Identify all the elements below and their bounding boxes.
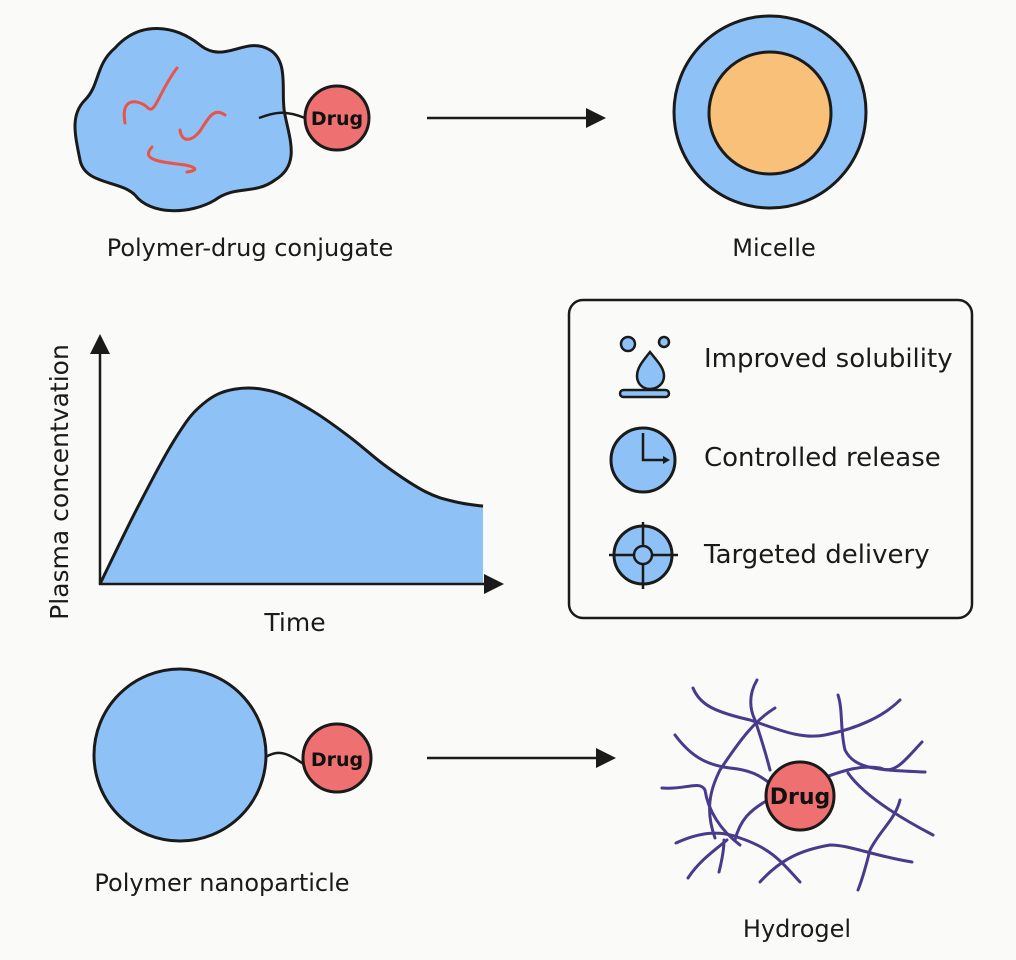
micelle-label: Micelle [732,234,815,262]
hydrogel-network [660,678,935,892]
plasma-concentration-chart: Time Plasma concentvation [45,334,504,637]
linker [258,111,306,120]
drug-strand [178,110,227,141]
nanoparticle-label: Polymer nanoparticle [94,869,349,897]
drug-circle [764,760,836,832]
x-axis-label: Time [263,608,325,637]
drug-label: Drug [311,108,363,130]
drug-strand [122,66,179,125]
drug-strand [147,145,197,174]
benefit-label-release: Controlled release [704,443,941,473]
solubility-drop-icon [618,335,671,399]
benefits-panel: Improved solubility Controlled release T… [567,298,974,620]
hydrogel: Drug Hydrogel [660,678,935,943]
benefit-label-solubility: Improved solubility [704,344,953,374]
concentration-area [100,387,483,584]
benefit-label-targeted: Targeted delivery [703,540,930,570]
polymer-nanoparticle: Drug Polymer nanoparticle [92,667,373,897]
drug-circle [303,84,371,152]
drug-label: Drug [311,749,363,771]
y-axis-label: Plasma concentvation [45,344,74,620]
drug-circle [301,722,373,794]
nanoparticle-sphere [92,667,268,843]
target-crosshair-icon [609,522,678,589]
hydrogel-label: Hydrogel [743,915,851,943]
benefits-box [567,298,974,620]
concentration-curve [98,386,484,585]
linker [265,751,306,767]
micelle: Micelle [672,14,868,262]
clock-icon [609,426,677,494]
polymer-drug-conjugate: Drug Polymer-drug conjugate [73,27,394,262]
polymer-blob [73,27,293,213]
drug-label: Drug [770,785,831,810]
conjugate-label: Polymer-drug conjugate [107,234,394,262]
micelle-core [707,50,833,176]
